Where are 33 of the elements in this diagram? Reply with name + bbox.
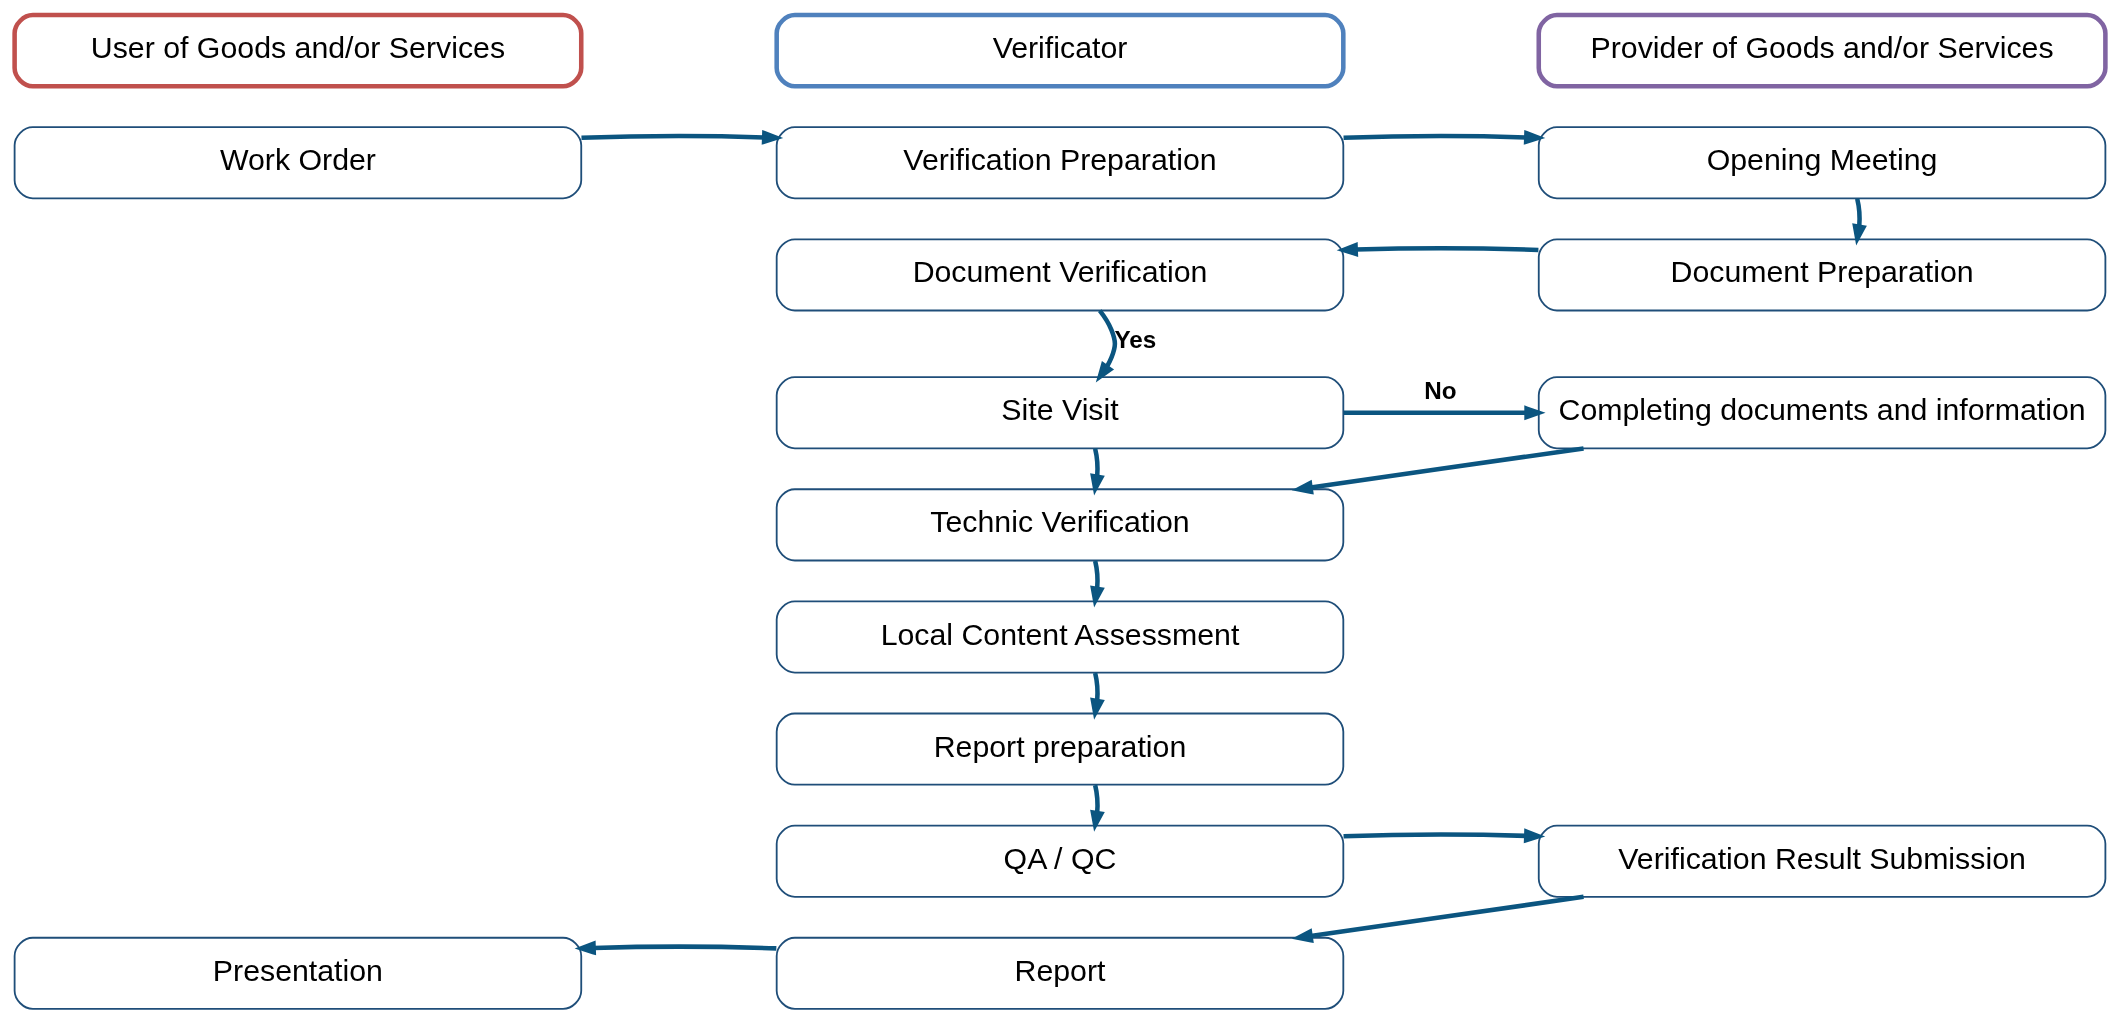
- node-box: Verificator: [774, 12, 1346, 89]
- arrow: [1090, 672, 1105, 720]
- node-box: Provider of Goods and/or Services: [1536, 12, 2108, 89]
- node-box: Opening Meeting: [1537, 125, 2107, 199]
- edge-label: Yes: [1114, 325, 1157, 353]
- arrow: [1090, 784, 1105, 832]
- node-box: User of Goods and/or Services: [12, 12, 584, 89]
- edge-label: No: [1424, 376, 1457, 404]
- node-box: Site Visit: [775, 375, 1345, 449]
- node-box: Technic Verification: [775, 487, 1345, 561]
- node-box: Document Verification: [775, 237, 1345, 311]
- node-box: QA / QC: [775, 824, 1345, 898]
- arrow: [1090, 559, 1105, 608]
- node-box: Report preparation: [775, 712, 1345, 786]
- arrow: [1852, 197, 1867, 245]
- node-box: Completing documents and information: [1537, 375, 2107, 449]
- node-box: Report: [775, 936, 1345, 1010]
- arrow: [1095, 308, 1118, 383]
- arrow: [1343, 129, 1546, 145]
- node-box: Document Preparation: [1537, 237, 2107, 311]
- node-box: Work Order: [13, 125, 583, 199]
- arrow: [1291, 445, 1584, 495]
- arrow: [1343, 827, 1546, 843]
- arrow: [1291, 894, 1584, 943]
- node-box: Verification Result Submission: [1537, 824, 2107, 898]
- arrow: [1343, 404, 1546, 420]
- node-box: Presentation: [13, 936, 583, 1010]
- arrow: [1090, 447, 1105, 495]
- arrow: [581, 129, 784, 145]
- node-box: Local Content Assessment: [775, 600, 1345, 673]
- arrow: [574, 939, 777, 955]
- arrow: [1336, 241, 1539, 257]
- node-box: Verification Preparation: [775, 125, 1345, 199]
